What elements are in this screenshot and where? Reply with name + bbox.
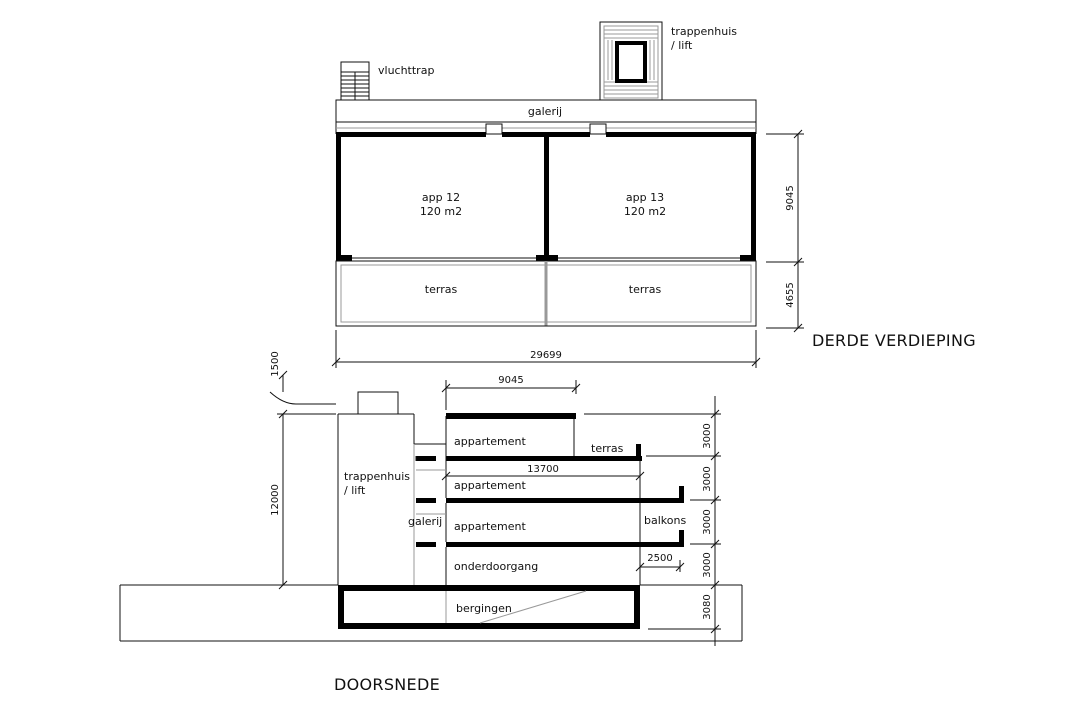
label-app13-area: 120 m2: [624, 205, 666, 218]
label-onderdoorgang: onderdoorgang: [454, 560, 538, 573]
dim-basement: 3080: [702, 594, 713, 619]
section-balcony-dimension: 2500: [635, 553, 685, 572]
label-lift: / lift: [671, 39, 693, 52]
label-app13: app 13: [626, 191, 664, 204]
stair-core-icon: [599, 21, 663, 101]
label-app12: app 12: [422, 191, 460, 204]
section-total-height-dimension: 12000: [270, 409, 336, 590]
dim-slab-width: 13700: [527, 464, 559, 475]
dim-floor2: 3000: [702, 509, 713, 534]
label-terras-right: terras: [629, 283, 662, 296]
section: appartement terras appartement apparteme…: [119, 351, 743, 694]
dim-top-width: 9045: [498, 375, 523, 386]
floor-plan: vluchttrap trappenhuis / lift galerij ap…: [331, 21, 976, 368]
plan-horizontal-dimension: 29699: [331, 330, 761, 368]
dim-roof-offset: 1500: [270, 351, 281, 376]
dim-apartment-depth: 9045: [785, 185, 796, 210]
gallery-band: [335, 99, 757, 123]
apartment-walls: [336, 132, 756, 261]
label-trappenhuis-section: trappenhuis: [344, 470, 410, 483]
label-appartement-mid: appartement: [454, 479, 527, 492]
dim-floor4: 3000: [702, 423, 713, 448]
label-bergingen: bergingen: [456, 602, 512, 615]
label-terras: terras: [591, 442, 624, 455]
label-balkons: balkons: [644, 514, 686, 527]
label-lift-section: / lift: [344, 484, 366, 497]
floor-slabs: [415, 444, 684, 547]
escape-stair-icon: [340, 61, 370, 101]
dim-balcony-depth: 2500: [647, 553, 672, 564]
dim-floor3: 3000: [702, 466, 713, 491]
section-top-width-dimension: 9045: [441, 375, 581, 410]
roof-slab: [446, 413, 576, 419]
label-appartement-top: appartement: [454, 435, 527, 448]
terraces: [335, 260, 757, 327]
label-galerij-section: galerij: [408, 515, 442, 528]
label-app12-area: 120 m2: [420, 205, 462, 218]
label-galerij: galerij: [528, 105, 562, 118]
stair-core-section: [337, 391, 446, 585]
label-appartement-low: appartement: [454, 520, 527, 533]
label-trappenhuis: trappenhuis: [671, 25, 737, 38]
plan-title: DERDE VERDIEPING: [812, 331, 976, 350]
section-floor-dimensions: 3000 3000 3000 3000 3080: [584, 396, 721, 646]
dim-total-height: 12000: [270, 484, 281, 516]
basement: [338, 585, 640, 629]
label-vluchttrap: vluchttrap: [378, 64, 434, 77]
plan-vertical-dimensions: 9045 4655: [766, 129, 804, 333]
dim-floor1: 3000: [702, 552, 713, 577]
section-title: DOORSNEDE: [334, 675, 440, 694]
section-roof-offset-dimension: 1500: [269, 351, 336, 405]
label-terras-left: terras: [425, 283, 458, 296]
ground: [119, 584, 743, 642]
dim-total-width: 29699: [530, 350, 562, 361]
dim-terrace-depth: 4655: [785, 282, 796, 307]
section-slab-width-dimension: 13700: [441, 464, 645, 481]
